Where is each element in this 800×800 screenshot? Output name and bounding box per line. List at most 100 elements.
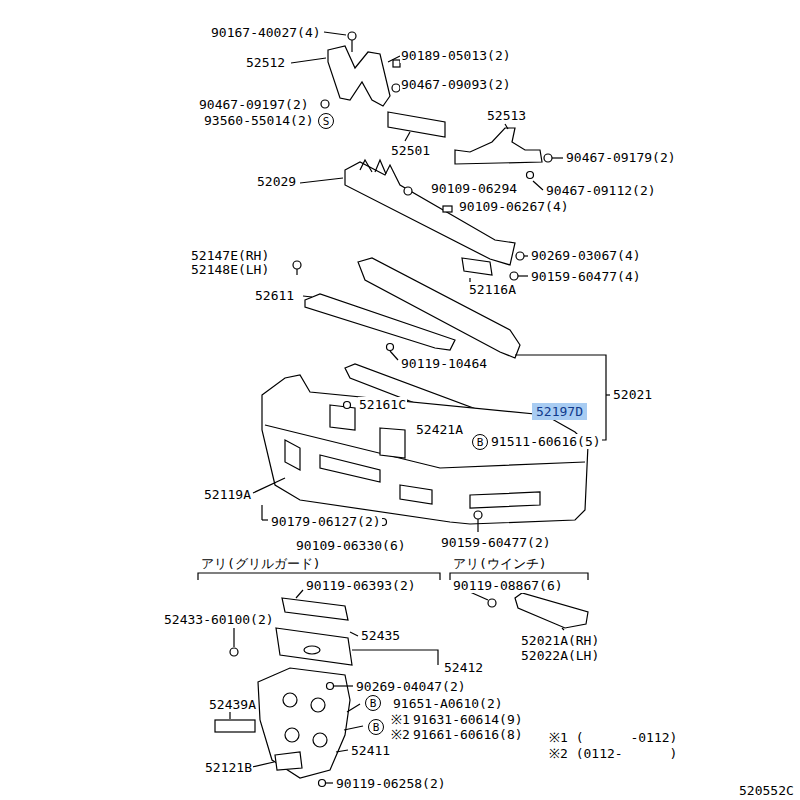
part-outline bbox=[229, 712, 230, 719]
part-outline bbox=[321, 100, 329, 108]
part-number-label: 90167-40027(4) bbox=[210, 25, 322, 40]
part-outline bbox=[262, 519, 268, 520]
part-outline bbox=[544, 154, 552, 162]
part-number-label: 90467-09197(2) bbox=[198, 97, 310, 112]
part-outline bbox=[324, 32, 346, 35]
part-outline bbox=[515, 593, 588, 628]
part-number-label: 52501 bbox=[390, 143, 431, 158]
part-number-label: 52029 bbox=[256, 174, 297, 189]
part-outline bbox=[262, 375, 588, 524]
part-number-label: 91661-60616(8) bbox=[412, 727, 524, 742]
highlighted-part-number: 52197D bbox=[532, 403, 587, 420]
part-number-label: 52119A bbox=[203, 487, 252, 502]
part-outline bbox=[351, 40, 352, 52]
part-outline bbox=[313, 733, 327, 747]
part-outline bbox=[352, 650, 438, 665]
part-number-label: 90109-06267(4) bbox=[458, 199, 570, 214]
part-number-label: 90119-10464 bbox=[400, 356, 488, 371]
part-outline bbox=[470, 492, 540, 508]
part-number-label: 52439A bbox=[208, 697, 257, 712]
part-outline bbox=[400, 485, 432, 504]
part-number-label: 520552C bbox=[738, 783, 795, 798]
part-outline bbox=[293, 261, 301, 269]
part-outline bbox=[275, 752, 302, 770]
part-number-label: 90119-06393(2) bbox=[305, 578, 417, 593]
mark-letter: S bbox=[323, 116, 330, 127]
part-number-label: 52412 bbox=[443, 660, 484, 675]
part-outline bbox=[305, 294, 455, 350]
part-outline bbox=[215, 720, 255, 732]
part-outline bbox=[330, 405, 355, 430]
circled-mark: B bbox=[472, 434, 488, 450]
part-number-label: 90119-08867(6) bbox=[452, 578, 564, 593]
part-outline bbox=[474, 511, 482, 519]
part-number-label: 90109-06294 bbox=[430, 181, 518, 196]
part-outline bbox=[303, 296, 312, 297]
part-outline bbox=[296, 269, 297, 275]
mark-letter: B bbox=[370, 698, 377, 709]
part-number-label: ※2 bbox=[390, 727, 411, 742]
part-number-label: 90109-06330(6) bbox=[295, 538, 407, 553]
part-outline bbox=[282, 598, 348, 620]
part-number-label: ※1 bbox=[390, 712, 411, 727]
part-number-label: アリ(グリルガード) bbox=[200, 556, 322, 571]
part-number-label: 90467-09179(2) bbox=[565, 150, 677, 165]
part-outline bbox=[505, 124, 508, 129]
part-outline bbox=[388, 56, 400, 62]
part-number-label: ※2 (0112- ) bbox=[548, 746, 678, 761]
part-outline bbox=[304, 646, 320, 654]
part-outline bbox=[516, 252, 524, 260]
part-outline bbox=[334, 685, 353, 686]
part-outline bbox=[291, 58, 326, 63]
part-outline bbox=[283, 693, 297, 707]
part-outline bbox=[470, 592, 488, 600]
part-outline bbox=[253, 478, 285, 493]
part-outline bbox=[443, 206, 452, 212]
part-outline bbox=[300, 178, 343, 183]
part-outline bbox=[328, 46, 390, 106]
part-number-label: 52433-60100(2) bbox=[163, 612, 275, 627]
part-outline bbox=[258, 668, 350, 778]
part-outline bbox=[285, 728, 299, 742]
circled-mark: B bbox=[365, 695, 381, 711]
part-number-label: 52021A(RH) bbox=[520, 633, 600, 648]
part-outline bbox=[527, 172, 534, 179]
part-number-label: 52513 bbox=[486, 108, 527, 123]
part-number-label: 90159-60477(2) bbox=[440, 535, 552, 550]
part-number-label: 52421A bbox=[415, 422, 464, 437]
part-outline bbox=[390, 351, 398, 360]
part-number-label: 90269-04047(2) bbox=[355, 679, 467, 694]
part-outline bbox=[320, 455, 380, 482]
part-number-label: 52121B bbox=[204, 760, 253, 775]
part-outline bbox=[380, 428, 405, 458]
part-outline bbox=[462, 258, 492, 275]
part-number-label: 52116A bbox=[468, 282, 517, 297]
part-outline bbox=[524, 255, 528, 256]
part-outline bbox=[360, 160, 372, 172]
part-outline bbox=[488, 599, 496, 607]
part-number-label: 52611 bbox=[254, 288, 295, 303]
part-outline bbox=[392, 84, 400, 92]
part-number-label: 90179-06127(2) bbox=[270, 514, 382, 529]
part-number-label: 52512 bbox=[245, 55, 286, 70]
part-outline bbox=[375, 160, 386, 174]
part-outline bbox=[350, 632, 358, 636]
part-number-label: 91631-60614(9) bbox=[412, 712, 524, 727]
part-outline bbox=[347, 704, 360, 712]
mark-letter: B bbox=[477, 437, 484, 448]
part-outline bbox=[296, 590, 303, 598]
part-outline bbox=[230, 648, 238, 656]
part-number-label: 93560-55014(2) bbox=[203, 113, 315, 128]
part-outline bbox=[393, 60, 400, 67]
part-number-label: 90269-03067(4) bbox=[530, 248, 642, 263]
part-outline bbox=[311, 698, 325, 712]
part-number-label: 52411 bbox=[350, 743, 391, 758]
part-outline bbox=[252, 762, 274, 767]
mark-letter: B bbox=[373, 722, 380, 733]
part-outline bbox=[319, 780, 326, 787]
part-outline bbox=[405, 132, 410, 141]
part-number-label: ※1 ( -0112) bbox=[548, 730, 678, 745]
part-number-label: 52022A(LH) bbox=[520, 648, 600, 663]
part-number-label: 90119-06258(2) bbox=[335, 776, 447, 791]
